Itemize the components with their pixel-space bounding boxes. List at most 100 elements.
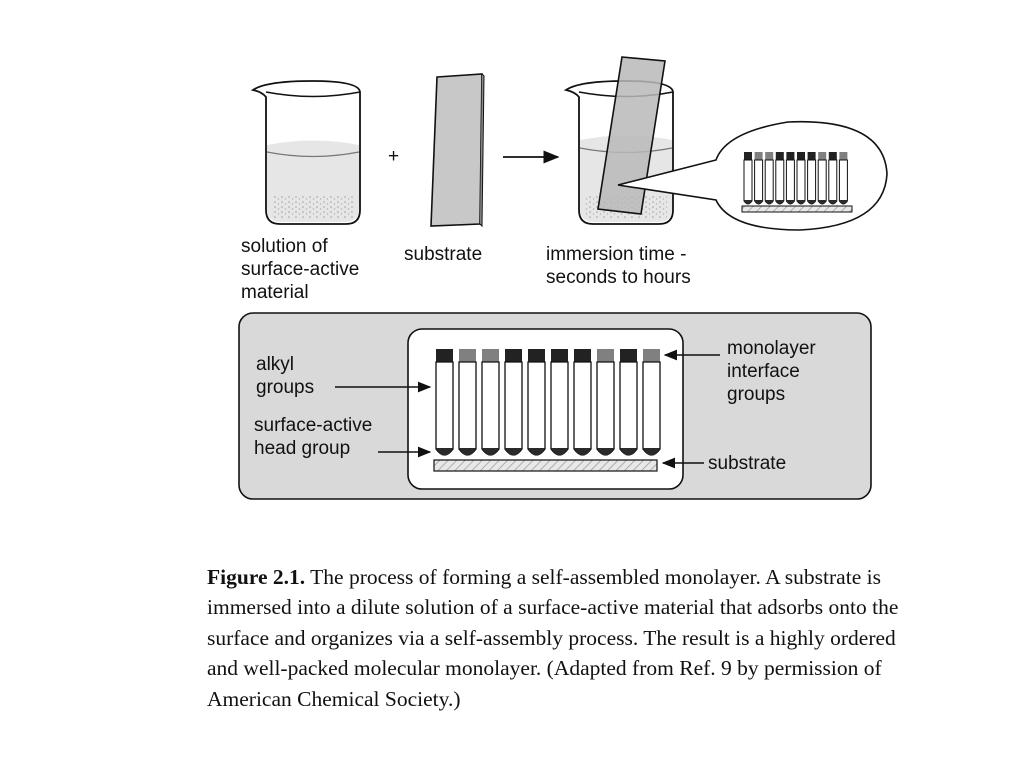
interface-label-line-3: groups bbox=[727, 384, 785, 405]
beaker-with-substrate bbox=[563, 56, 674, 225]
callout-molecule bbox=[838, 152, 848, 205]
callout-molecule bbox=[828, 152, 838, 205]
callout-head-group bbox=[744, 200, 752, 204]
callout-molecule bbox=[807, 152, 817, 205]
beaker-icon bbox=[250, 80, 361, 225]
beaker-label-line-2: surface-active bbox=[241, 259, 359, 280]
callout-head-group bbox=[828, 200, 837, 204]
callout-molecule bbox=[817, 152, 827, 205]
alkyl-chain bbox=[527, 361, 546, 456]
callout-molecule bbox=[785, 152, 795, 205]
head-group bbox=[620, 448, 637, 456]
alkyl-chain bbox=[573, 361, 592, 456]
interface-group bbox=[528, 349, 545, 362]
callout-head-group bbox=[818, 200, 827, 204]
head-group bbox=[551, 448, 568, 456]
molecule bbox=[596, 349, 615, 456]
head-label-line-1: surface-active bbox=[254, 415, 372, 436]
panel-substrate-label: substrate bbox=[708, 453, 786, 474]
beaker-label-line-3: material bbox=[241, 282, 309, 303]
alkyl-label-line-1: alkyl bbox=[256, 354, 294, 375]
interface-label-line-2: interface bbox=[727, 361, 800, 382]
callout-head-group bbox=[775, 200, 784, 204]
callout-interface-group bbox=[765, 152, 774, 160]
caption-text: The process of forming a self-assembled … bbox=[207, 565, 899, 711]
callout-chain bbox=[743, 159, 753, 205]
callout-chain bbox=[838, 159, 848, 205]
callout-interface-group bbox=[744, 152, 752, 160]
callout-chain bbox=[817, 159, 827, 205]
callout-molecule bbox=[754, 152, 764, 205]
callout-chain bbox=[796, 159, 806, 205]
molecule bbox=[573, 349, 592, 456]
molecule bbox=[435, 349, 454, 456]
alkyl-chain bbox=[481, 361, 500, 456]
interface-group bbox=[436, 349, 453, 362]
callout-chain bbox=[828, 159, 838, 205]
callout-molecule bbox=[764, 152, 774, 205]
alkyl-chain bbox=[596, 361, 615, 456]
head-group bbox=[597, 448, 614, 456]
panel-substrate bbox=[433, 459, 658, 472]
callout-molecule bbox=[743, 152, 753, 205]
callout-head-group bbox=[807, 200, 816, 204]
molecule bbox=[527, 349, 546, 456]
sam-process-diagram: + solution of surface-active material su… bbox=[238, 56, 888, 500]
callout-head-group bbox=[786, 200, 795, 204]
callout-interface-group bbox=[807, 152, 816, 160]
molecule bbox=[642, 349, 661, 456]
callout-interface-group bbox=[797, 152, 805, 160]
head-group bbox=[643, 448, 660, 456]
head-group bbox=[436, 448, 453, 456]
callout-interface-group bbox=[786, 152, 795, 160]
immersion-label-line-2: seconds to hours bbox=[546, 267, 691, 288]
caption-label: Figure 2.1. bbox=[207, 565, 306, 589]
head-group bbox=[505, 448, 522, 456]
alkyl-chain bbox=[550, 361, 569, 456]
callout-head-group bbox=[839, 200, 848, 204]
head-group bbox=[459, 448, 476, 456]
head-label-line-2: head group bbox=[254, 438, 350, 459]
interface-group bbox=[505, 349, 522, 362]
alkyl-chain bbox=[504, 361, 523, 456]
interface-label-line-1: monolayer bbox=[727, 338, 816, 359]
interface-group bbox=[574, 349, 591, 362]
molecule bbox=[458, 349, 477, 456]
head-group bbox=[482, 448, 499, 456]
interface-group bbox=[482, 349, 499, 362]
beaker-label-line-1: solution of bbox=[241, 236, 328, 257]
molecule bbox=[504, 349, 523, 456]
immersion-label-line-1: immersion time - bbox=[546, 244, 686, 265]
alkyl-chain bbox=[642, 361, 661, 456]
alkyl-chain bbox=[619, 361, 638, 456]
molecule bbox=[550, 349, 569, 456]
molecule bbox=[481, 349, 500, 456]
callout-chain bbox=[775, 159, 785, 205]
alkyl-chain bbox=[458, 361, 477, 456]
interface-group bbox=[643, 349, 660, 362]
substrate-label: substrate bbox=[404, 244, 482, 265]
callout-chain bbox=[764, 159, 774, 205]
callout-head-group bbox=[754, 200, 763, 204]
alkyl-label-line-2: groups bbox=[256, 377, 314, 398]
interface-group bbox=[597, 349, 614, 362]
head-group bbox=[528, 448, 545, 456]
callout-interface-group bbox=[828, 152, 837, 160]
callout-interface-group bbox=[754, 152, 763, 160]
callout-interface-group bbox=[839, 152, 848, 160]
callout-interface-group bbox=[775, 152, 784, 160]
callout-molecule bbox=[775, 152, 785, 205]
alkyl-chain bbox=[435, 361, 454, 456]
callout-head-group bbox=[765, 200, 774, 204]
callout-chain bbox=[785, 159, 795, 205]
callout-chain bbox=[807, 159, 817, 205]
molecule bbox=[619, 349, 638, 456]
interface-group bbox=[551, 349, 568, 362]
magnified-monolayer-callout bbox=[617, 120, 888, 231]
callout-head-group bbox=[797, 200, 805, 204]
detail-panel: alkyl groups surface-active head group m… bbox=[238, 312, 872, 500]
callout-chain bbox=[754, 159, 764, 205]
head-group bbox=[574, 448, 591, 456]
interface-group bbox=[620, 349, 637, 362]
callout-molecule bbox=[796, 152, 806, 205]
